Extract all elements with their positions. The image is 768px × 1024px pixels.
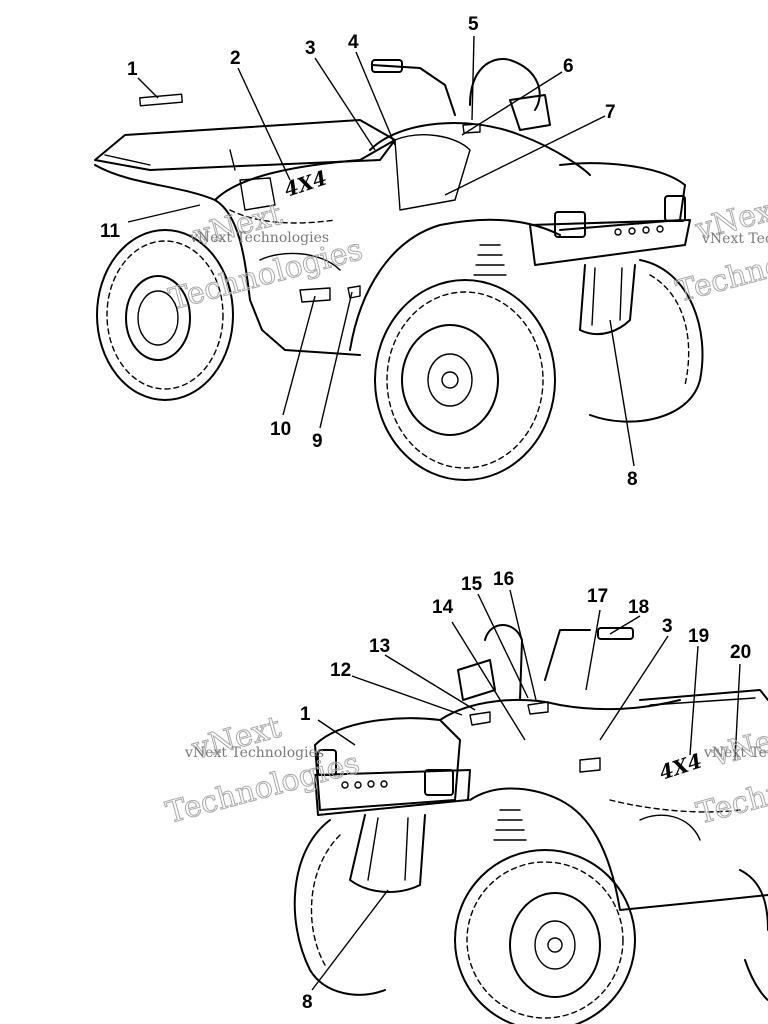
watermark-caption-1: vNext Technologies: [189, 230, 329, 246]
bottom-callout-17: 17: [587, 586, 608, 607]
bottom-callout-1: 1: [300, 704, 311, 725]
atv-front-quarter-view: 4X4: [293, 624, 768, 1024]
bottom-callout-13: 13: [369, 636, 390, 657]
bottom-callout-3: 3: [662, 616, 673, 637]
top-callout-11: 11: [100, 221, 121, 242]
watermark-caption-3: vNext Technologies: [184, 745, 324, 761]
top-callout-8: 8: [627, 469, 638, 490]
top-callout-6: 6: [563, 56, 574, 77]
top-callout-5: 5: [468, 14, 479, 35]
top-callout-10: 10: [270, 419, 291, 440]
top-callout-3: 3: [305, 38, 316, 59]
bottom-callout-20: 20: [730, 642, 751, 663]
top-leaders: [127, 35, 635, 467]
bottom-callouts: 1 12 13 14 15 16 17 18 3 19 20 8: [300, 569, 751, 1013]
top-callout-4: 4: [348, 32, 359, 53]
bottom-callout-19: 19: [688, 626, 709, 647]
watermark-caption-2: vNext Technologies: [701, 231, 768, 247]
top-callout-1: 1: [127, 59, 138, 80]
top-callout-9: 9: [312, 431, 323, 452]
watermark-caption-4: vNext Technologies: [703, 745, 768, 761]
bottom-callout-12: 12: [330, 660, 351, 681]
top-callout-2: 2: [230, 48, 241, 69]
top-callout-7: 7: [605, 102, 616, 123]
bottom-callout-15: 15: [461, 574, 483, 595]
bottom-callout-18: 18: [628, 597, 649, 618]
decal-4x4-top: 4X4: [281, 166, 330, 202]
watermarks: vNext Technologies vNext Technologies vN…: [162, 190, 768, 832]
bottom-callout-14: 14: [432, 597, 454, 618]
bottom-leaders: [311, 589, 741, 991]
bottom-callout-16: 16: [493, 569, 514, 590]
bottom-callout-8: 8: [302, 992, 313, 1013]
decal-4x4-bottom: 4X4: [656, 749, 705, 785]
top-callouts: 1 2 3 4 5 6 7 8 9 10 11: [100, 14, 638, 490]
atv-rear-quarter-view: 4X4: [94, 58, 704, 481]
